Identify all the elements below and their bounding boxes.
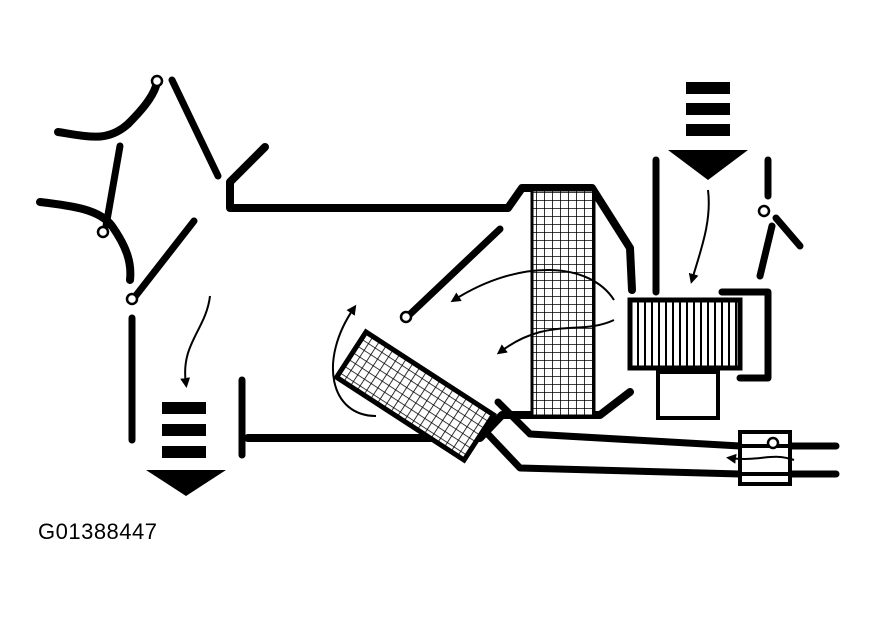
- outlet-air-arrow: [146, 402, 226, 496]
- heater-hoses: [480, 398, 840, 478]
- blower-fan: [627, 297, 743, 371]
- recirc-door: [772, 214, 804, 250]
- recirc-door-pivot: [757, 204, 771, 218]
- upper-duct-wall: [226, 143, 636, 294]
- fresh-air-intake-arrow: [668, 82, 748, 180]
- mode-doors: [36, 74, 222, 306]
- heater-core-pivot: [399, 310, 413, 324]
- airflow-arrows: [180, 189, 795, 464]
- evaporator-core: [530, 188, 596, 418]
- figure-id: G01388447: [38, 519, 158, 544]
- heater-core: [333, 328, 497, 464]
- blower-housing-right: [718, 156, 776, 382]
- air-mix-door: [402, 225, 504, 322]
- blower-motor: [656, 370, 720, 420]
